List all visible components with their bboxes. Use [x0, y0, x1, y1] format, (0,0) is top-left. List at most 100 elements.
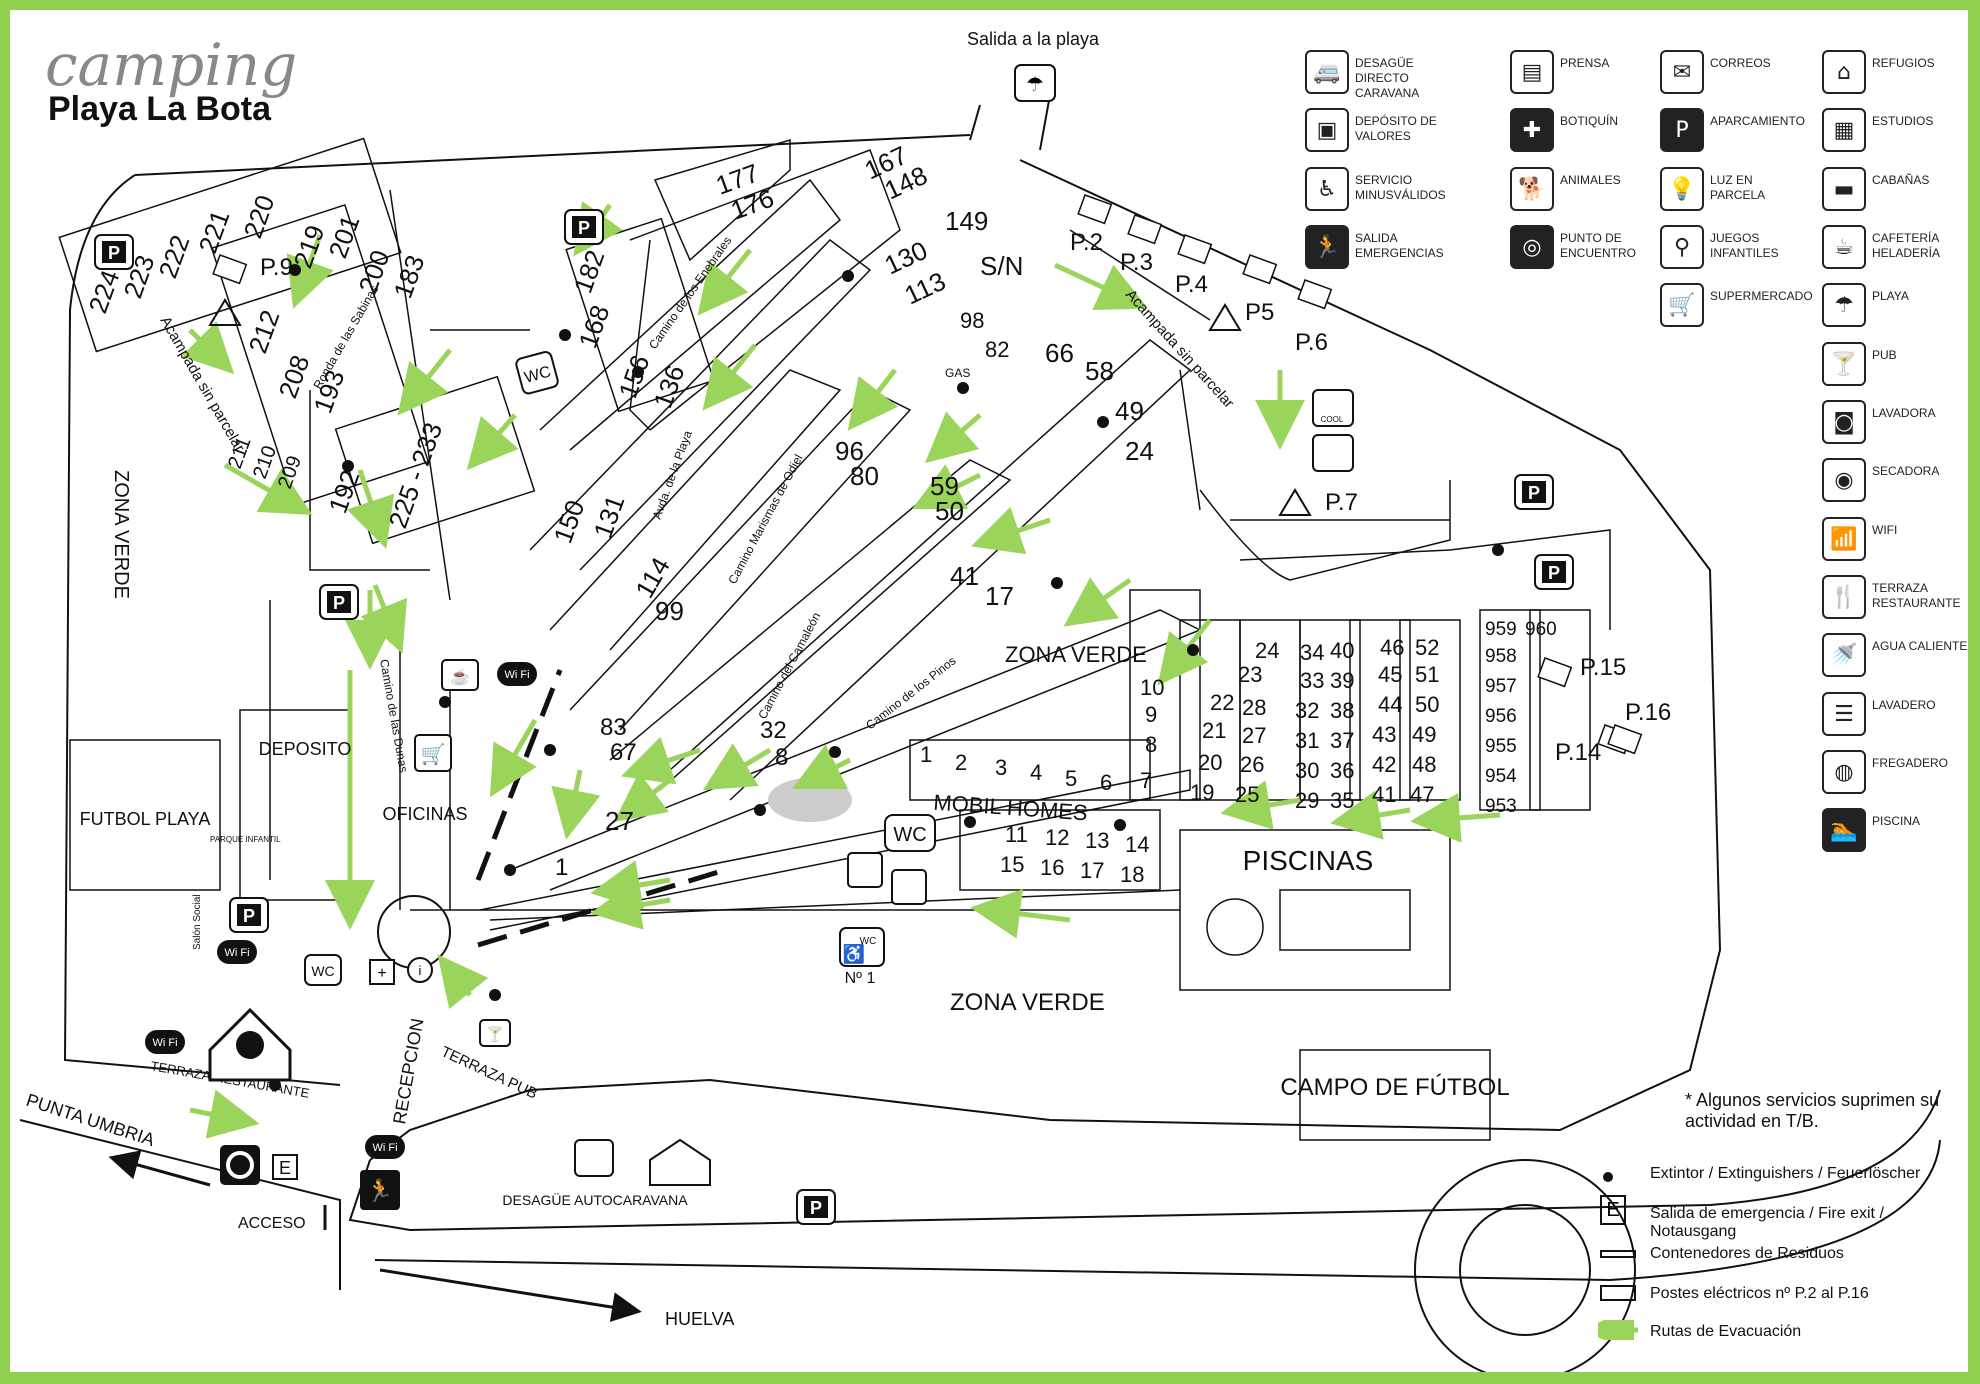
- wc-no1-label: Nº 1: [845, 970, 876, 987]
- services-note: * Algunos servicios suprimen su activida…: [1685, 1090, 1940, 1131]
- recepcion-label: RECEPCION: [389, 1017, 427, 1126]
- key-extintor-text: Extintor / Extinguishers / Feuerlöscher: [1650, 1165, 1921, 1182]
- svg-text:Wi Fi: Wi Fi: [504, 669, 529, 681]
- plot-number: 44: [1378, 692, 1402, 717]
- first-aid-icon: ✚: [1510, 108, 1554, 152]
- svg-text:🏃: 🏃: [366, 1178, 393, 1203]
- emergency-exit-map-icon: 🏃: [360, 1170, 400, 1210]
- title-script: camping: [45, 31, 297, 99]
- beach-icon: ☂: [1014, 64, 1056, 102]
- plot-number: 18: [1120, 862, 1144, 887]
- legend-label: LAVADERO: [1872, 698, 1936, 712]
- key-salida-text: Salida de emergencia / Fire exit / Notau…: [1650, 1205, 1884, 1240]
- parking-icon: P: [1534, 554, 1574, 590]
- site-plan: camping Playa La Bota: [19, 29, 1941, 1372]
- plot-number: 25: [1235, 782, 1259, 807]
- post-label: P.3: [1120, 249, 1153, 276]
- title-name: Playa La Bota: [48, 90, 272, 128]
- svg-text:♿: ♿: [843, 943, 865, 964]
- caravan-drain-map-icon: [574, 1138, 711, 1186]
- plot-number: 82: [985, 337, 1009, 362]
- oficinas-label: OFICINAS: [382, 804, 467, 824]
- extinguisher-dot: [559, 329, 571, 341]
- legend-label: AGUA CALIENTE: [1872, 639, 1968, 653]
- electric-post: P.4: [1175, 234, 1213, 298]
- pool-icon: 🏊: [1822, 808, 1866, 852]
- plot-number: 136: [647, 361, 690, 412]
- gas-label: GAS: [945, 366, 970, 380]
- plot-number: 4: [1030, 760, 1042, 785]
- plot-number: 955: [1485, 736, 1517, 757]
- plot-number: 35: [1330, 788, 1354, 813]
- electric-post: P5: [1242, 254, 1278, 326]
- plot-number: 11: [1005, 822, 1028, 847]
- extinguisher-dot: [342, 460, 354, 472]
- plot-number: 953: [1485, 796, 1517, 817]
- shower-map-icons: COOL: [1312, 389, 1354, 472]
- plot-number: 201: [322, 211, 365, 262]
- plot-number: 43: [1372, 722, 1396, 747]
- plot-number: 150: [547, 496, 590, 547]
- shelter-icon: ⌂: [1822, 50, 1866, 94]
- legend-label: SECADORA: [1872, 464, 1940, 478]
- legend-label: REFUGIOS: [1872, 56, 1935, 70]
- extinguisher-dot: [964, 816, 976, 828]
- plot-number: 38: [1330, 698, 1354, 723]
- plot-number: 957: [1485, 676, 1517, 697]
- plot-number: 149: [945, 206, 988, 236]
- deposito-label: DEPOSITO: [259, 739, 352, 759]
- restaurant-icon: 🍴: [1822, 575, 1866, 619]
- street-enebrales: Camino de los Enebrales: [646, 234, 734, 352]
- plot-number: 30: [1295, 758, 1319, 783]
- plot-number: 193: [307, 366, 350, 417]
- plot-number: 33: [1300, 668, 1324, 693]
- key-contenedores-text: Contenedores de Residuos: [1650, 1245, 1844, 1262]
- svg-text:☕: ☕: [450, 667, 470, 686]
- plot-number: 222: [152, 231, 195, 282]
- plot-number: 98: [960, 308, 984, 333]
- extinguisher-dot: [269, 1079, 281, 1091]
- legend-label: PRENSA: [1560, 56, 1610, 70]
- piscinas-label: PISCINAS: [1243, 845, 1374, 876]
- extinguisher-dot: [1492, 544, 1504, 556]
- plot-number: 209: [274, 453, 306, 492]
- plot-number: 40: [1330, 638, 1354, 663]
- legend-label: BOTIQUÍN: [1560, 114, 1619, 128]
- extinguisher-dot: [489, 989, 501, 1001]
- wheelchair-icon: ♿: [1305, 167, 1349, 211]
- parking-icon: P: [1514, 474, 1554, 510]
- post-label: P.6: [1295, 329, 1328, 356]
- parking-icon: P: [1660, 108, 1704, 152]
- svg-text:P: P: [810, 1198, 822, 1218]
- plot-number: 48: [1412, 752, 1436, 777]
- legend-label: PLAYA: [1872, 289, 1909, 303]
- plot-number: 220: [237, 191, 280, 242]
- plot-number: 39: [1330, 668, 1354, 693]
- map-wc-icons: WC WC WC WC♿: [304, 351, 936, 986]
- plot-number: 12: [1045, 825, 1069, 850]
- plot-number: 28: [1242, 695, 1266, 720]
- plot-number: 16: [1040, 855, 1064, 880]
- plot-number: 49: [1412, 722, 1436, 747]
- plot-number: 59: [930, 471, 959, 501]
- plot-number: 83: [600, 714, 627, 741]
- extinguisher-dot: [504, 864, 516, 876]
- plot-blocks: [58, 137, 1591, 1141]
- plot-number: 46: [1380, 635, 1404, 660]
- plot-number: 32: [760, 717, 787, 744]
- studio-icon: ▦: [1822, 108, 1866, 152]
- plot-number: 960: [1525, 619, 1557, 640]
- plot-number: 96: [835, 436, 864, 466]
- plot-number: 225 - 233: [382, 419, 448, 533]
- svg-text:Wi Fi: Wi Fi: [224, 947, 249, 959]
- wifi-icon: 📶: [1822, 517, 1866, 561]
- electric-post: P.6: [1295, 279, 1333, 356]
- evacuation-routes: [181, 201, 1501, 1139]
- key-postes-text: Postes eléctricos nº P.2 al P.16: [1650, 1285, 1869, 1302]
- laundry-icon: ☰: [1822, 692, 1866, 736]
- plot-number: 3: [995, 755, 1007, 780]
- plot-number: 9: [1145, 702, 1157, 727]
- plot-number: 14: [1125, 832, 1149, 857]
- svg-text:P: P: [578, 218, 590, 238]
- plot-number: 20: [1198, 750, 1222, 775]
